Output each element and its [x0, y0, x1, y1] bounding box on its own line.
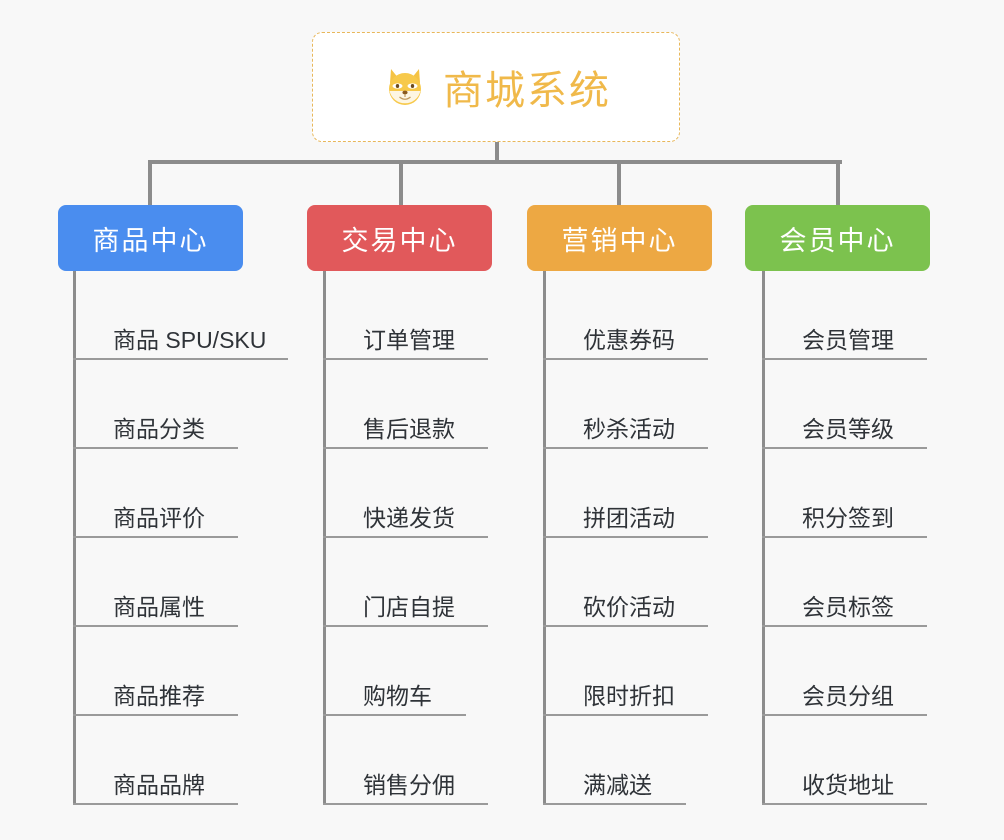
leaf-item-label: 售后退款: [363, 416, 455, 443]
leaf-item[interactable]: 商品推荐: [73, 627, 238, 716]
leaf-item[interactable]: 商品 SPU/SKU: [73, 271, 288, 360]
leaf-item-label: 积分签到: [802, 505, 894, 532]
leaf-item[interactable]: 购物车: [323, 627, 466, 716]
leaf-item-label: 商品 SPU/SKU: [113, 327, 267, 354]
leaf-item[interactable]: 限时折扣: [543, 627, 708, 716]
leaf-item[interactable]: 门店自提: [323, 538, 488, 627]
leaf-item[interactable]: 销售分佣: [323, 716, 488, 805]
leaf-item-label: 砍价活动: [583, 594, 675, 621]
leaf-item[interactable]: 会员标签: [762, 538, 927, 627]
connector-drop-3: [617, 160, 621, 205]
leaf-item[interactable]: 售后退款: [323, 360, 488, 449]
branch-trunk-2: [323, 271, 326, 805]
leaf-item-label: 商品分类: [113, 416, 205, 443]
branch-trunk-3: [543, 271, 546, 805]
connector-drop-1: [148, 160, 152, 205]
leaf-item[interactable]: 会员分组: [762, 627, 927, 716]
leaf-item-label: 限时折扣: [583, 683, 675, 710]
leaf-item-label: 拼团活动: [583, 505, 675, 532]
leaf-item-label: 销售分佣: [363, 772, 455, 799]
leaf-item-label: 会员分组: [802, 683, 894, 710]
leaf-item[interactable]: 会员等级: [762, 360, 927, 449]
category-label: 商品中心: [92, 225, 209, 256]
leaf-item-label: 会员标签: [802, 594, 894, 621]
connector-drop-4: [836, 160, 840, 205]
leaf-item[interactable]: 商品品牌: [73, 716, 238, 805]
leaf-item[interactable]: 商品属性: [73, 538, 238, 627]
leaf-item-label: 订单管理: [363, 327, 455, 354]
leaf-item-label: 满减送: [583, 772, 652, 799]
leaf-item-label: 优惠券码: [583, 327, 675, 354]
category-node-1[interactable]: 商品中心: [58, 205, 243, 271]
connector-drop-2: [399, 160, 403, 205]
leaf-item-label: 会员管理: [802, 327, 894, 354]
leaf-item-label: 收货地址: [802, 772, 894, 799]
category-label: 交易中心: [341, 225, 458, 256]
branch-trunk-4: [762, 271, 765, 805]
connector-root-stem: [495, 142, 499, 163]
leaf-item[interactable]: 优惠券码: [543, 271, 708, 360]
leaf-item[interactable]: 快递发货: [323, 449, 488, 538]
leaf-item-label: 商品推荐: [113, 683, 205, 710]
leaf-item-label: 门店自提: [363, 594, 455, 621]
category-node-3[interactable]: 营销中心: [527, 205, 712, 271]
leaf-item-label: 商品品牌: [113, 772, 205, 799]
root-title: 商城系统: [443, 69, 611, 113]
leaf-item[interactable]: 商品评价: [73, 449, 238, 538]
leaf-item-label: 商品评价: [113, 505, 205, 532]
leaf-item-label: 秒杀活动: [583, 416, 675, 443]
leaf-item-label: 商品属性: [113, 594, 205, 621]
leaf-item[interactable]: 积分签到: [762, 449, 927, 538]
leaf-item[interactable]: 收货地址: [762, 716, 927, 805]
leaf-item[interactable]: 拼团活动: [543, 449, 708, 538]
category-node-4[interactable]: 会员中心: [745, 205, 930, 271]
leaf-item-label: 会员等级: [802, 416, 894, 443]
leaf-item-label: 购物车: [363, 683, 432, 710]
leaf-item[interactable]: 砍价活动: [543, 538, 708, 627]
category-node-2[interactable]: 交易中心: [307, 205, 492, 271]
category-label: 会员中心: [779, 225, 896, 256]
branch-trunk-1: [73, 271, 76, 805]
leaf-item-label: 快递发货: [363, 505, 455, 532]
category-label: 营销中心: [561, 225, 678, 256]
shiba-dog-face-icon: [381, 63, 429, 111]
leaf-item[interactable]: 满减送: [543, 716, 686, 805]
leaf-item[interactable]: 商品分类: [73, 360, 238, 449]
leaf-item[interactable]: 秒杀活动: [543, 360, 708, 449]
root-node-mall-system[interactable]: 商城系统: [312, 32, 680, 142]
leaf-item[interactable]: 会员管理: [762, 271, 927, 360]
connector-horizontal-bus: [150, 160, 842, 164]
leaf-item[interactable]: 订单管理: [323, 271, 488, 360]
